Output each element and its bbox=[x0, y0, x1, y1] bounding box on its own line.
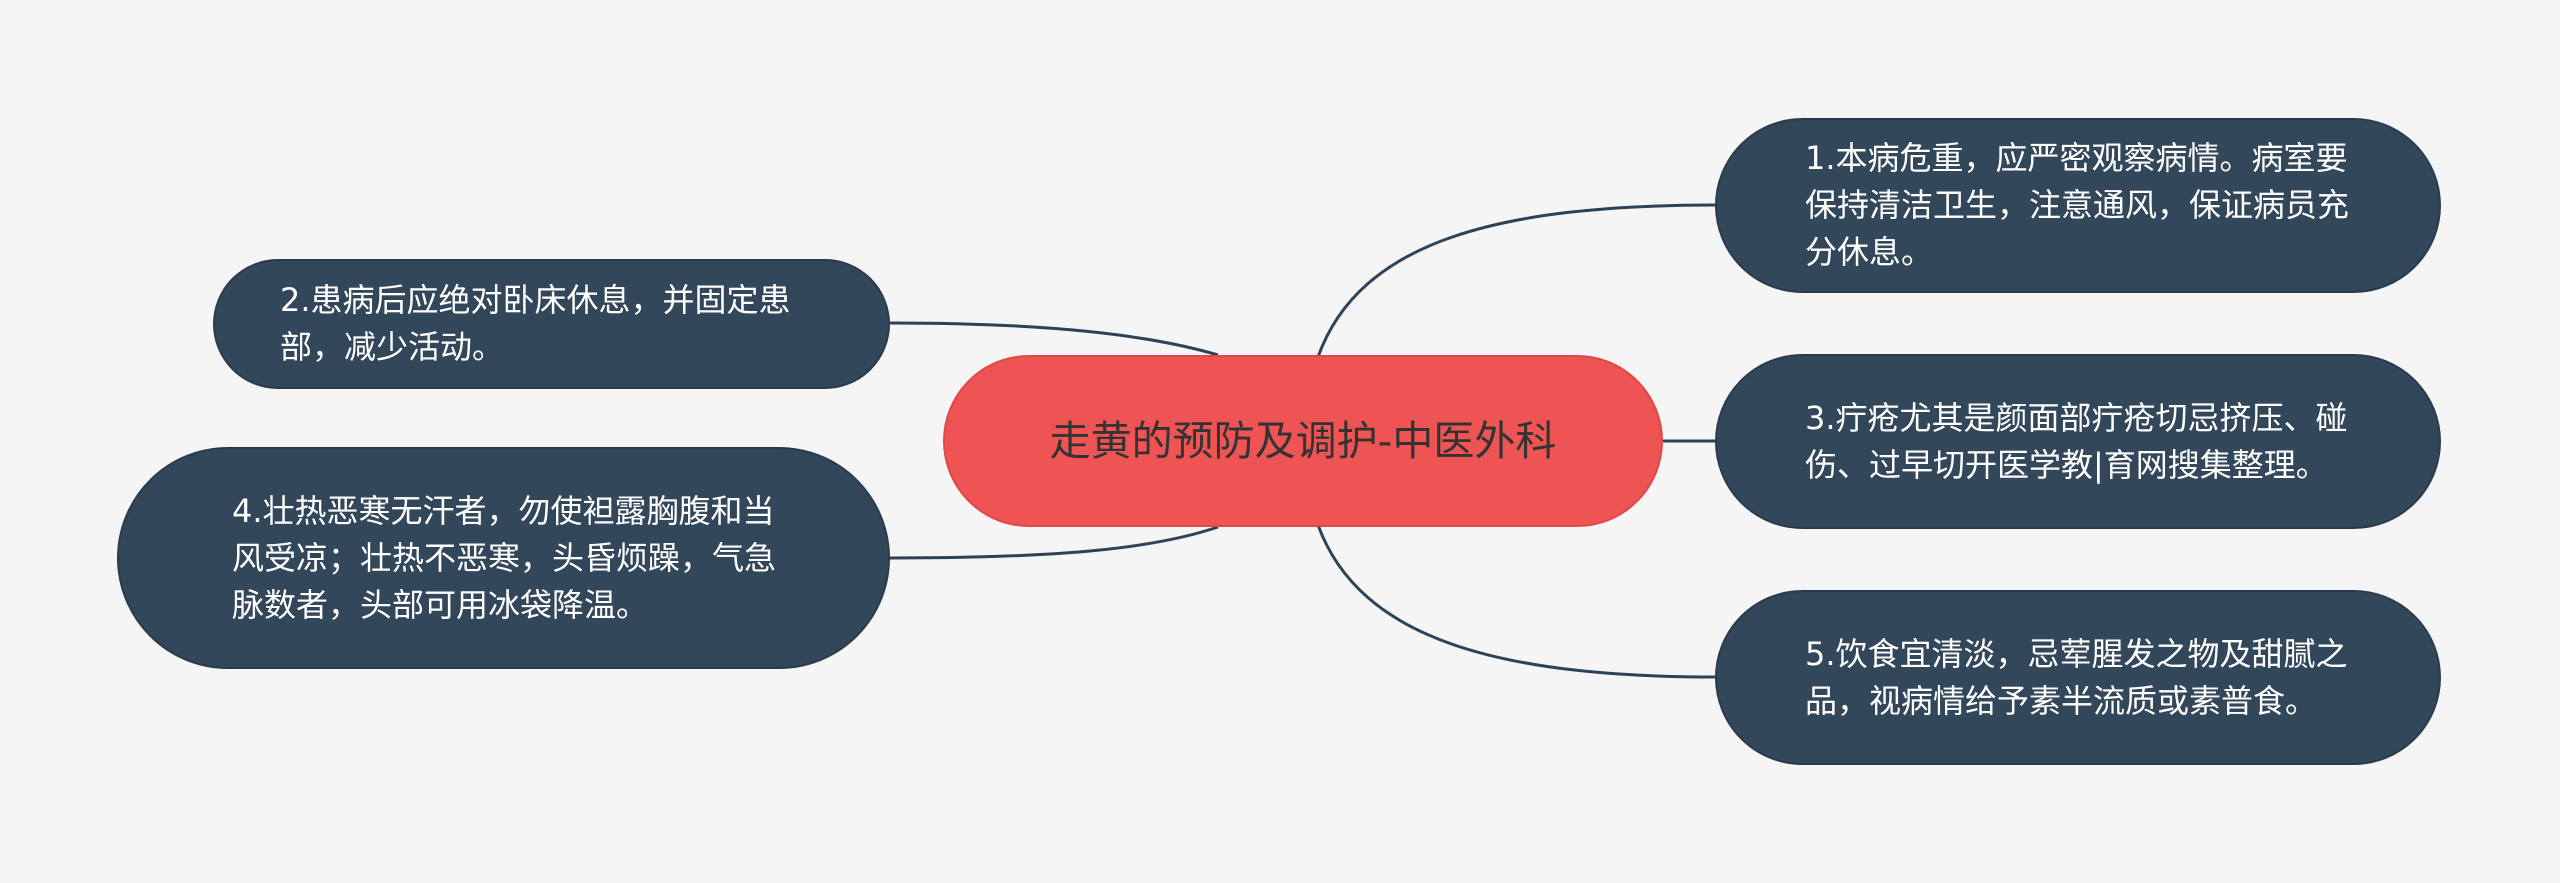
branch-node-1[interactable]: 1.本病危重，应严密观察病情。病室要保持清洁卫生，注意通风，保证病员充分休息。 bbox=[1715, 118, 2441, 293]
branch-node-5-label: 5.饮食宜清淡，忌荤腥发之物及甜腻之品，视病情给予素半流质或素普食。 bbox=[1805, 634, 2348, 720]
branch-node-4-label: 4.壮热恶寒无汗者，勿使袒露胸腹和当风受凉；壮热不恶寒，头昏烦躁，气急脉数者，头… bbox=[232, 491, 777, 624]
connector-node-1 bbox=[1316, 203, 1718, 358]
branch-node-2-label: 2.患病后应绝对卧床休息，并固定患部，减少活动。 bbox=[280, 281, 791, 366]
branch-node-5[interactable]: 5.饮食宜清淡，忌荤腥发之物及甜腻之品，视病情给予素半流质或素普食。 bbox=[1715, 590, 2441, 765]
branch-node-4[interactable]: 4.壮热恶寒无汗者，勿使袒露胸腹和当风受凉；壮热不恶寒，头昏烦躁，气急脉数者，头… bbox=[117, 447, 890, 669]
branch-node-3[interactable]: 3.疔疮尤其是颜面部疔疮切忌挤压、碰伤、过早切开医学教|育网搜集整理。 bbox=[1715, 354, 2441, 529]
branch-node-3-label: 3.疔疮尤其是颜面部疔疮切忌挤压、碰伤、过早切开医学教|育网搜集整理。 bbox=[1805, 398, 2348, 484]
branch-node-2[interactable]: 2.患病后应绝对卧床休息，并固定患部，减少活动。 bbox=[213, 259, 890, 389]
branch-node-1-label: 1.本病危重，应严密观察病情。病室要保持清洁卫生，注意通风，保证病员充分休息。 bbox=[1805, 139, 2350, 271]
central-topic[interactable]: 走黄的预防及调护-中医外科 bbox=[943, 355, 1663, 527]
connector-node-2 bbox=[889, 321, 1219, 357]
central-topic-label: 走黄的预防及调护-中医外科 bbox=[1049, 417, 1557, 465]
connector-node-5 bbox=[1316, 524, 1718, 679]
connector-node-4 bbox=[889, 525, 1219, 560]
